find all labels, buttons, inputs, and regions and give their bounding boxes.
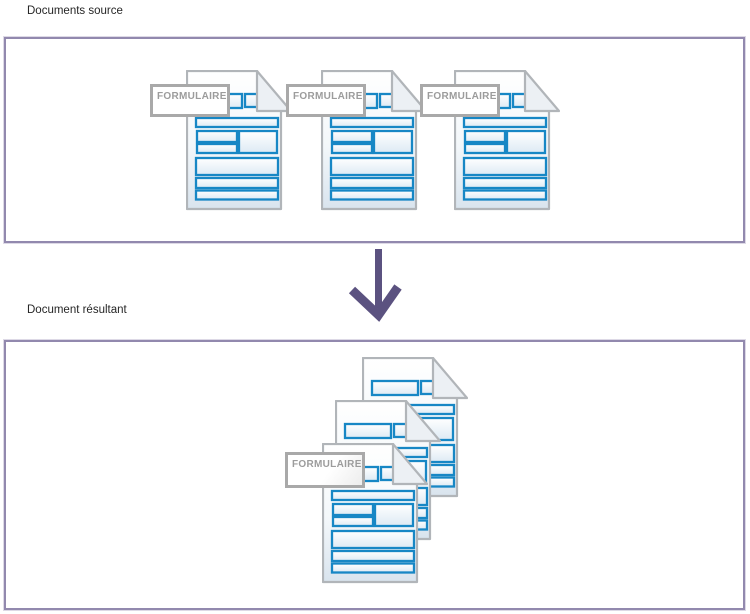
result-section-label: Document résultant: [27, 304, 127, 316]
form-label: FORMULAIRE: [285, 452, 365, 488]
form-label: FORMULAIRE: [150, 84, 230, 117]
form-label: FORMULAIRE: [420, 84, 500, 117]
merge-arrow-icon: [340, 246, 416, 322]
source-section-label: Documents source: [27, 5, 123, 17]
form-label: FORMULAIRE: [286, 84, 366, 117]
source-document-1: [185, 69, 293, 211]
